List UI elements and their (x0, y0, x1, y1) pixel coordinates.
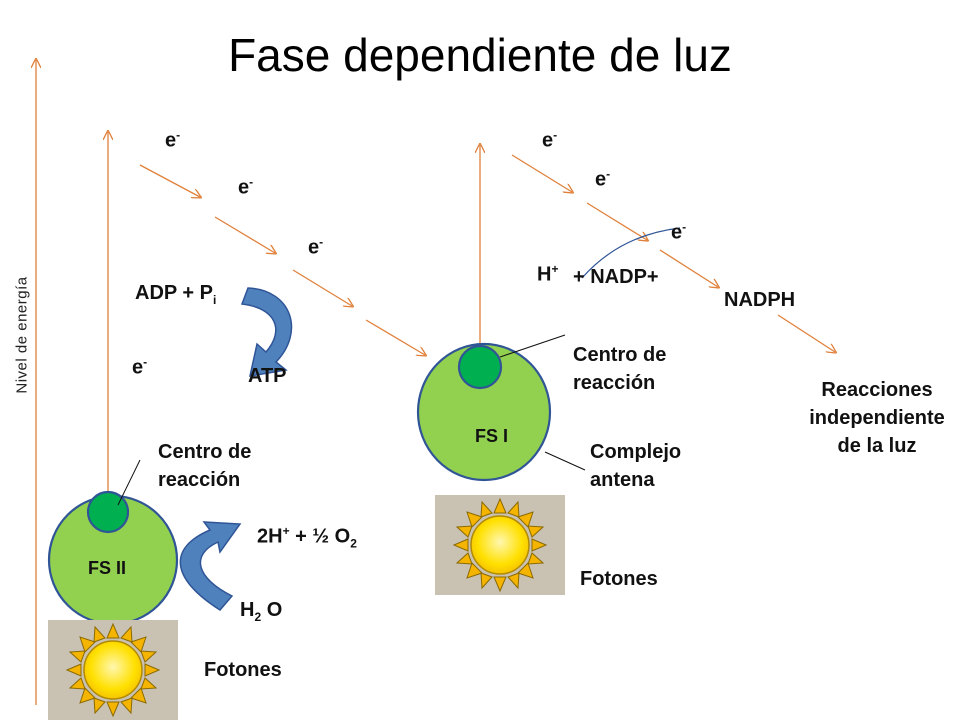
page-title: Fase dependiente de luz (228, 29, 732, 81)
fs2-photons-label: Fotones (204, 659, 282, 681)
fs1-photosystem-circle (416, 342, 552, 482)
nadp-reduction-curve (581, 227, 681, 279)
fs1-label: FS I (475, 426, 509, 446)
energy-axis-label: Nivel de energía (13, 276, 31, 394)
oxygen-products-label: 2H+ + ½ O2 (257, 524, 357, 551)
transport-arrow-3 (292, 269, 352, 306)
transport-arrow-5 (511, 154, 572, 192)
fs2-reaction-center (86, 490, 130, 534)
water-label: H2 O (240, 599, 283, 624)
fs2-sun-icon (47, 619, 179, 720)
antenna-complex-label: Complejo antena (590, 441, 682, 491)
fs2-label: FS II (88, 558, 127, 578)
transport-arrow-1 (139, 164, 200, 197)
electron-label: e- (132, 355, 148, 379)
electron-label: e- (595, 167, 611, 191)
fs2-reaction-center-pointer (117, 459, 141, 506)
fs1-reaction-center-label: Centro de reacción (573, 344, 667, 394)
fs2-reaction-center-label: Centro de reacción (158, 441, 252, 491)
transport-arrow-4 (365, 319, 425, 355)
atp-label: ATP (248, 365, 287, 387)
light-independent-reactions-label: Reacciones independiente de la luz (809, 379, 945, 457)
electron-label: e- (308, 235, 324, 259)
fs1-reaction-center-pointer (499, 334, 566, 358)
atp-synthesis-arrow (240, 287, 293, 377)
transport-arrow-8 (777, 314, 835, 352)
nadph-label: NADPH (724, 289, 796, 311)
fs1-photons-label: Fotones (580, 568, 658, 590)
electron-label: e- (671, 220, 687, 244)
transport-arrow-6 (586, 202, 647, 240)
fs1-reaction-center (457, 344, 503, 390)
fs1-sun-icon (434, 494, 566, 596)
transport-arrow-2 (214, 216, 275, 253)
adp-label: ADP + Pi (135, 282, 217, 307)
electron-label: e- (165, 128, 181, 152)
water-splitting-arrow (179, 521, 242, 611)
electron-label: e- (542, 128, 558, 152)
electron-label: e- (238, 175, 254, 199)
fs1-antenna-pointer (544, 451, 586, 471)
h-plus-label: H+ (537, 262, 559, 286)
transport-arrow-7 (659, 249, 718, 287)
nadp-label: + NADP+ (573, 266, 659, 288)
